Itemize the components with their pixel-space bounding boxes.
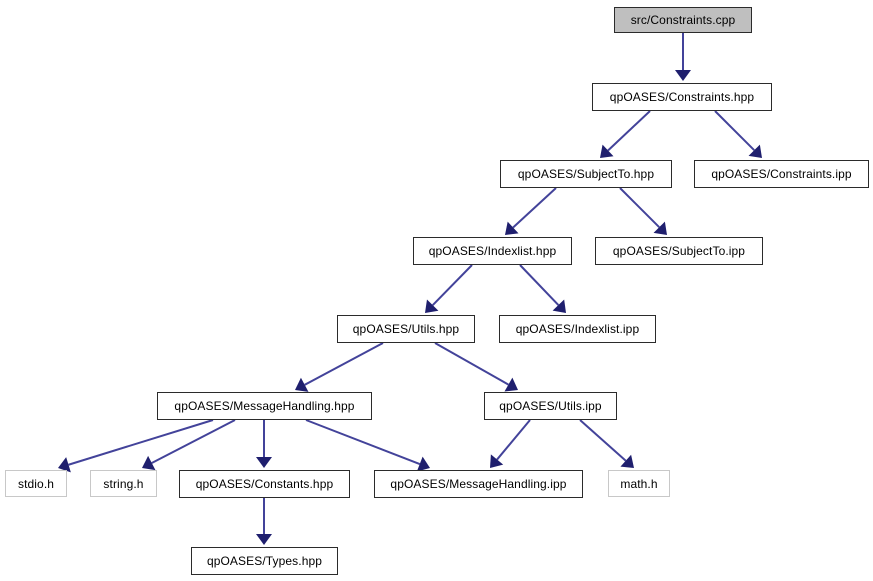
node-utils_ipp[interactable]: qpOASES/Utils.ipp xyxy=(484,392,617,420)
node-math_h[interactable]: math.h xyxy=(608,470,670,497)
node-subjectto_ipp[interactable]: qpOASES/SubjectTo.ipp xyxy=(595,237,763,265)
node-label: stdio.h xyxy=(17,476,55,491)
node-label: qpOASES/MessageHandling.hpp xyxy=(174,399,355,413)
edge-utils_hpp-to-messagehandling_hpp xyxy=(295,342,384,392)
edge-src_constraints_cpp-to-constraints_hpp xyxy=(675,33,691,81)
arrow-head-icon xyxy=(256,457,272,468)
edge-line xyxy=(434,342,509,386)
edge-line xyxy=(519,264,560,306)
node-label: qpOASES/Utils.ipp xyxy=(499,399,602,413)
node-types_hpp[interactable]: qpOASES/Types.hpp xyxy=(191,547,338,575)
node-stdio_h[interactable]: stdio.h xyxy=(5,470,67,497)
edge-subjectto_hpp-to-indexlist_hpp xyxy=(505,187,557,235)
arrow-head-icon xyxy=(748,144,762,158)
edge-line xyxy=(68,419,214,466)
edge-line xyxy=(619,187,660,228)
node-utils_hpp[interactable]: qpOASES/Utils.hpp xyxy=(337,315,475,343)
arrow-head-icon xyxy=(552,299,566,313)
node-label: qpOASES/Indexlist.ipp xyxy=(515,322,640,336)
node-label: qpOASES/Constraints.hpp xyxy=(609,90,755,104)
node-indexlist_hpp[interactable]: qpOASES/Indexlist.hpp xyxy=(413,237,572,265)
edge-messagehandling_hpp-to-stdio_h xyxy=(58,419,214,473)
edge-constants_hpp-to-types_hpp xyxy=(256,498,272,545)
edge-line xyxy=(304,342,384,386)
edge-subjectto_hpp-to-subjectto_ipp xyxy=(619,187,667,235)
edge-messagehandling_hpp-to-constants_hpp xyxy=(256,420,272,468)
edge-line xyxy=(431,264,473,306)
node-label: qpOASES/Indexlist.hpp xyxy=(428,244,557,258)
edge-line xyxy=(714,110,755,151)
node-label: qpOASES/SubjectTo.ipp xyxy=(612,244,746,258)
arrow-head-icon xyxy=(490,454,504,468)
edge-line xyxy=(579,419,627,462)
arrow-head-icon xyxy=(600,144,614,158)
arrow-head-icon xyxy=(675,70,691,81)
edge-constraints_hpp-to-constraints_ipp xyxy=(714,110,762,158)
node-label: qpOASES/Utils.hpp xyxy=(352,322,460,336)
edge-utils_ipp-to-math_h xyxy=(579,419,634,468)
node-label: math.h xyxy=(620,476,658,491)
node-label: qpOASES/Constants.hpp xyxy=(195,477,334,491)
node-constraints_ipp[interactable]: qpOASES/Constraints.ipp xyxy=(694,160,869,188)
node-label: string.h xyxy=(103,476,144,491)
node-constants_hpp[interactable]: qpOASES/Constants.hpp xyxy=(179,470,350,498)
edge-indexlist_hpp-to-indexlist_ipp xyxy=(519,264,566,313)
edge-utils_hpp-to-utils_ipp xyxy=(434,342,518,392)
arrow-head-icon xyxy=(504,377,518,392)
node-label: src/Constraints.cpp xyxy=(630,13,736,27)
edge-line xyxy=(151,419,236,464)
node-label: qpOASES/Types.hpp xyxy=(206,554,323,568)
edge-constraints_hpp-to-subjectto_hpp xyxy=(600,110,651,158)
node-indexlist_ipp[interactable]: qpOASES/Indexlist.ipp xyxy=(499,315,656,343)
edge-line xyxy=(607,110,651,152)
node-src_constraints_cpp[interactable]: src/Constraints.cpp xyxy=(614,7,752,33)
edge-messagehandling_hpp-to-messagehandling_ipp xyxy=(305,419,430,472)
node-label: qpOASES/MessageHandling.ipp xyxy=(390,477,567,491)
node-label: qpOASES/SubjectTo.hpp xyxy=(517,167,655,181)
arrow-head-icon xyxy=(256,534,272,545)
arrow-head-icon xyxy=(620,454,634,468)
arrow-head-icon xyxy=(142,455,156,471)
node-constraints_hpp[interactable]: qpOASES/Constraints.hpp xyxy=(592,83,772,111)
arrow-head-icon xyxy=(653,221,667,235)
edge-messagehandling_hpp-to-string_h xyxy=(142,419,236,471)
edge-line xyxy=(512,187,557,229)
node-subjectto_hpp[interactable]: qpOASES/SubjectTo.hpp xyxy=(500,160,672,188)
arrow-head-icon xyxy=(425,299,439,313)
edge-line xyxy=(496,419,531,461)
arrow-head-icon xyxy=(505,221,519,235)
edge-utils_ipp-to-messagehandling_ipp xyxy=(490,419,531,468)
node-string_h[interactable]: string.h xyxy=(90,470,157,497)
arrow-head-icon xyxy=(295,377,309,392)
edge-indexlist_hpp-to-utils_hpp xyxy=(425,264,473,313)
node-messagehandling_ipp[interactable]: qpOASES/MessageHandling.ipp xyxy=(374,470,583,498)
edge-line xyxy=(305,419,421,465)
node-label: qpOASES/Constraints.ipp xyxy=(711,167,852,181)
node-messagehandling_hpp[interactable]: qpOASES/MessageHandling.hpp xyxy=(157,392,372,420)
